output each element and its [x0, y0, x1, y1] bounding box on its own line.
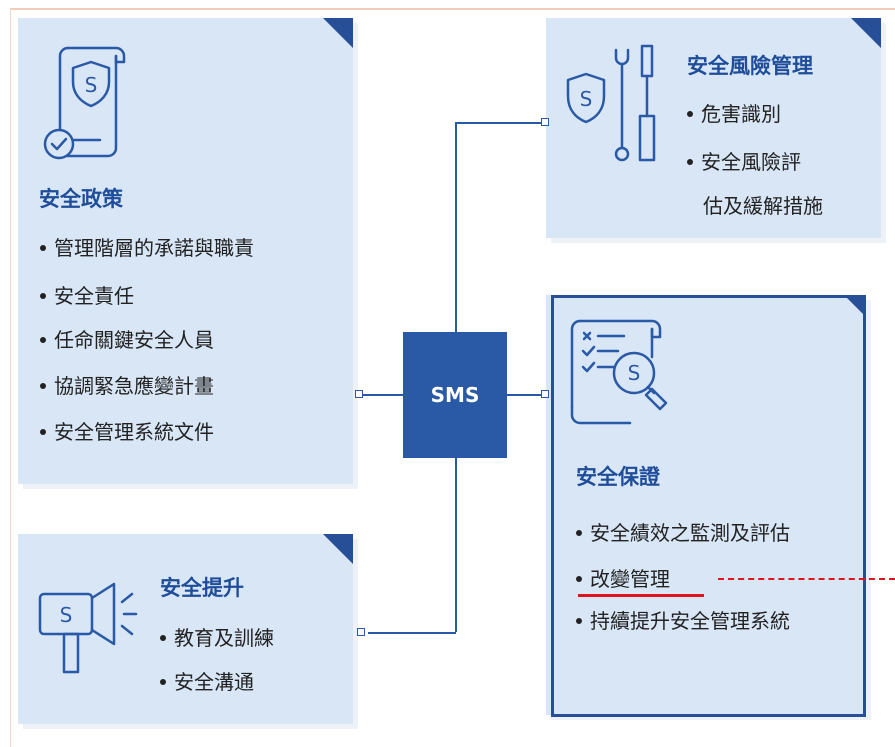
panel-corner	[851, 18, 881, 48]
list-item: 改變管理	[576, 563, 670, 592]
panel-safety-promotion: S 安全提升 教育及訓練 安全溝通	[18, 534, 353, 724]
panel-corner	[844, 295, 866, 317]
list-item: 安全績效之監測及評估	[576, 517, 790, 546]
panel-corner	[323, 18, 353, 48]
highlight-dashed-pointer	[718, 578, 895, 580]
list-item: 安全責任	[40, 280, 134, 309]
shield-letter: S	[85, 73, 98, 97]
panel-corner	[323, 534, 353, 564]
list-item: 管理階層的承諾與職責	[40, 232, 254, 261]
shield-letter: S	[628, 361, 641, 385]
list-item: 任命關鍵安全人員	[40, 324, 214, 353]
list-item: 安全溝通	[160, 666, 254, 695]
checklist-magnifier-icon: S	[570, 319, 668, 425]
list-item: 教育及訓練	[160, 622, 274, 651]
list-item: 危害識別	[687, 98, 781, 127]
connector-assurance	[507, 394, 545, 396]
shield-letter: S	[60, 603, 73, 627]
connector-trunk	[455, 122, 457, 332]
panel-safety-assurance: S 安全保證 安全績效之監測及評估 改變管理 持續提升安全管理系統	[546, 295, 866, 715]
highlight-underline	[578, 594, 704, 597]
frame-left-border	[10, 8, 11, 747]
list-item-continuation: 估及緩解措施	[703, 194, 823, 218]
connector-node	[355, 390, 363, 398]
list-item: 安全管理系統文件	[40, 416, 214, 445]
connector-node	[357, 628, 365, 636]
panel-risk-management: S 安全風險管理 危害識別 安全風險評 估及緩解措施	[546, 18, 881, 238]
policy-title: 安全政策	[39, 187, 123, 211]
connector-promotion	[368, 632, 456, 634]
connector-risk	[455, 122, 543, 124]
connector-node	[541, 390, 549, 398]
shield-tools-icon: S	[566, 44, 656, 162]
promotion-title: 安全提升	[160, 576, 244, 600]
connector-policy	[362, 394, 403, 396]
risk-title: 安全風險管理	[687, 54, 813, 78]
frame-top-border	[10, 8, 895, 10]
highlight-frame	[551, 295, 866, 717]
shield-letter: S	[580, 87, 593, 111]
list-item: 安全風險評	[687, 146, 801, 175]
list-item: 持續提升安全管理系統	[576, 605, 790, 634]
connector-trunk-lower	[455, 458, 457, 632]
shield-document-check-icon: S	[43, 46, 126, 160]
assurance-title: 安全保證	[576, 465, 660, 489]
sms-center-box: SMS	[403, 332, 507, 458]
list-item: 協調緊急應變計畫	[40, 370, 214, 399]
megaphone-icon: S	[38, 582, 138, 674]
connector-node	[541, 118, 549, 126]
panel-safety-policy: S 安全政策 管理階層的承諾與職責 安全責任 任命關鍵安全人員 協調緊急應變計畫…	[18, 18, 353, 484]
